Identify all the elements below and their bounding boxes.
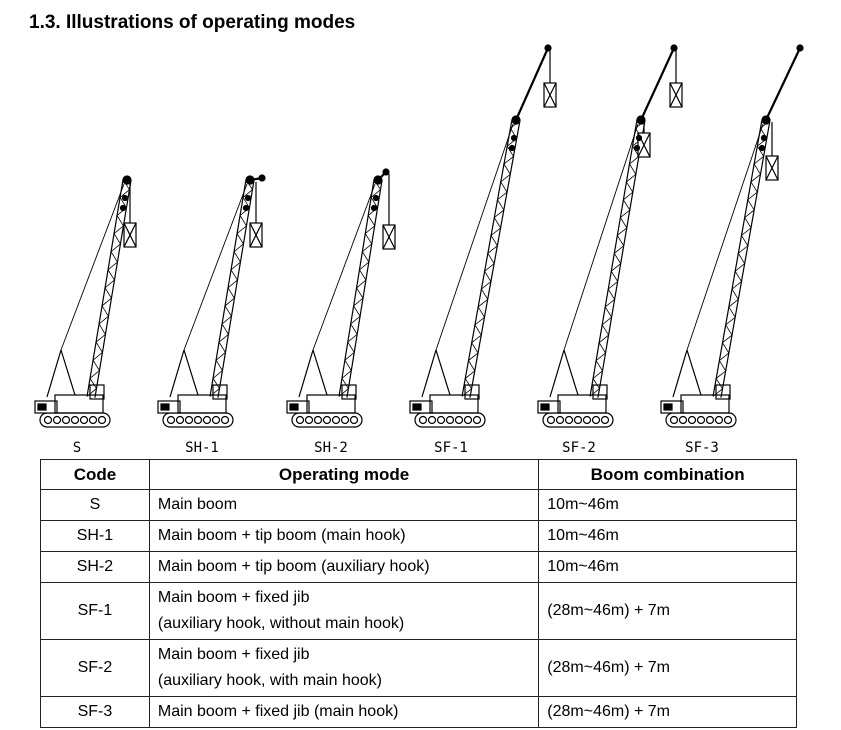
boom-cell: 10m~46m [538,489,797,521]
crane-label-sh-2: SH-2 [314,440,348,456]
crane-sf-1-drawing [409,44,557,428]
table-row: SF-2 Main boom + fixed jib (auxiliary ho… [40,639,797,697]
operating-modes-table: Code Operating mode Boom combination S M… [40,459,797,728]
mode-line: Main boom + tip boom (main hook) [157,527,406,544]
boom-cell: (28m~46m) + 7m [538,639,797,697]
table-row: SF-1 Main boom + fixed jib (auxiliary ho… [40,582,797,640]
crane-sf-2-drawing [537,44,683,428]
code-cell: SH-1 [40,520,150,552]
header-boom-combination: Boom combination [538,459,797,490]
boom-cell: 10m~46m [538,520,797,552]
code-cell: SF-2 [40,639,150,697]
mode-cell: Main boom [148,489,540,521]
crane-label-sf-1: SF-1 [434,440,468,456]
crane-label-sf-2: SF-2 [562,440,596,456]
header-code: Code [40,459,150,490]
table-row: S Main boom 10m~46m [40,489,797,521]
mode-line: (auxiliary hook, without main hook) [157,615,405,632]
mode-line: Main boom + fixed jib [157,646,310,663]
mode-line: Main boom + tip boom (auxiliary hook) [157,558,430,575]
code-cell: SF-3 [40,696,150,728]
crane-label-s: S [72,440,82,456]
crane-sh-1-drawing [157,174,266,428]
mode-line: Main boom + fixed jib (main hook) [157,703,399,720]
crane-illustrations [34,44,804,428]
crane-label-sf-3: SF-3 [685,440,719,456]
code-cell: SF-1 [40,582,150,640]
table-row: SF-3 Main boom + fixed jib (main hook) (… [40,696,797,728]
boom-cell: (28m~46m) + 7m [538,582,797,640]
crane-sf-3-drawing [660,44,804,428]
boom-cell: 10m~46m [538,551,797,583]
table-row: SH-1 Main boom + tip boom (main hook) 10… [40,520,797,552]
section-title: 1.3. Illustrations of operating modes [29,12,356,33]
mode-cell: Main boom + fixed jib (auxiliary hook, w… [148,639,540,697]
crane-label-sh-1: SH-1 [185,440,219,456]
code-cell: SH-2 [40,551,150,583]
mode-line: Main boom [157,496,238,513]
mode-cell: Main boom + fixed jib (main hook) [148,696,540,728]
header-operating-mode: Operating mode [148,459,540,490]
code-cell: S [40,489,150,521]
mode-cell: Main boom + fixed jib (auxiliary hook, w… [148,582,540,640]
crane-s-drawing [34,175,137,428]
boom-cell: (28m~46m) + 7m [538,696,797,728]
mode-cell: Main boom + tip boom (auxiliary hook) [148,551,540,583]
table-row: SH-2 Main boom + tip boom (auxiliary hoo… [40,551,797,583]
table-header-row: Code Operating mode Boom combination [40,459,797,490]
mode-line: Main boom + fixed jib [157,589,310,606]
mode-line: (auxiliary hook, with main hook) [157,672,382,689]
mode-cell: Main boom + tip boom (main hook) [148,520,540,552]
crane-sh-2-drawing [286,168,396,428]
